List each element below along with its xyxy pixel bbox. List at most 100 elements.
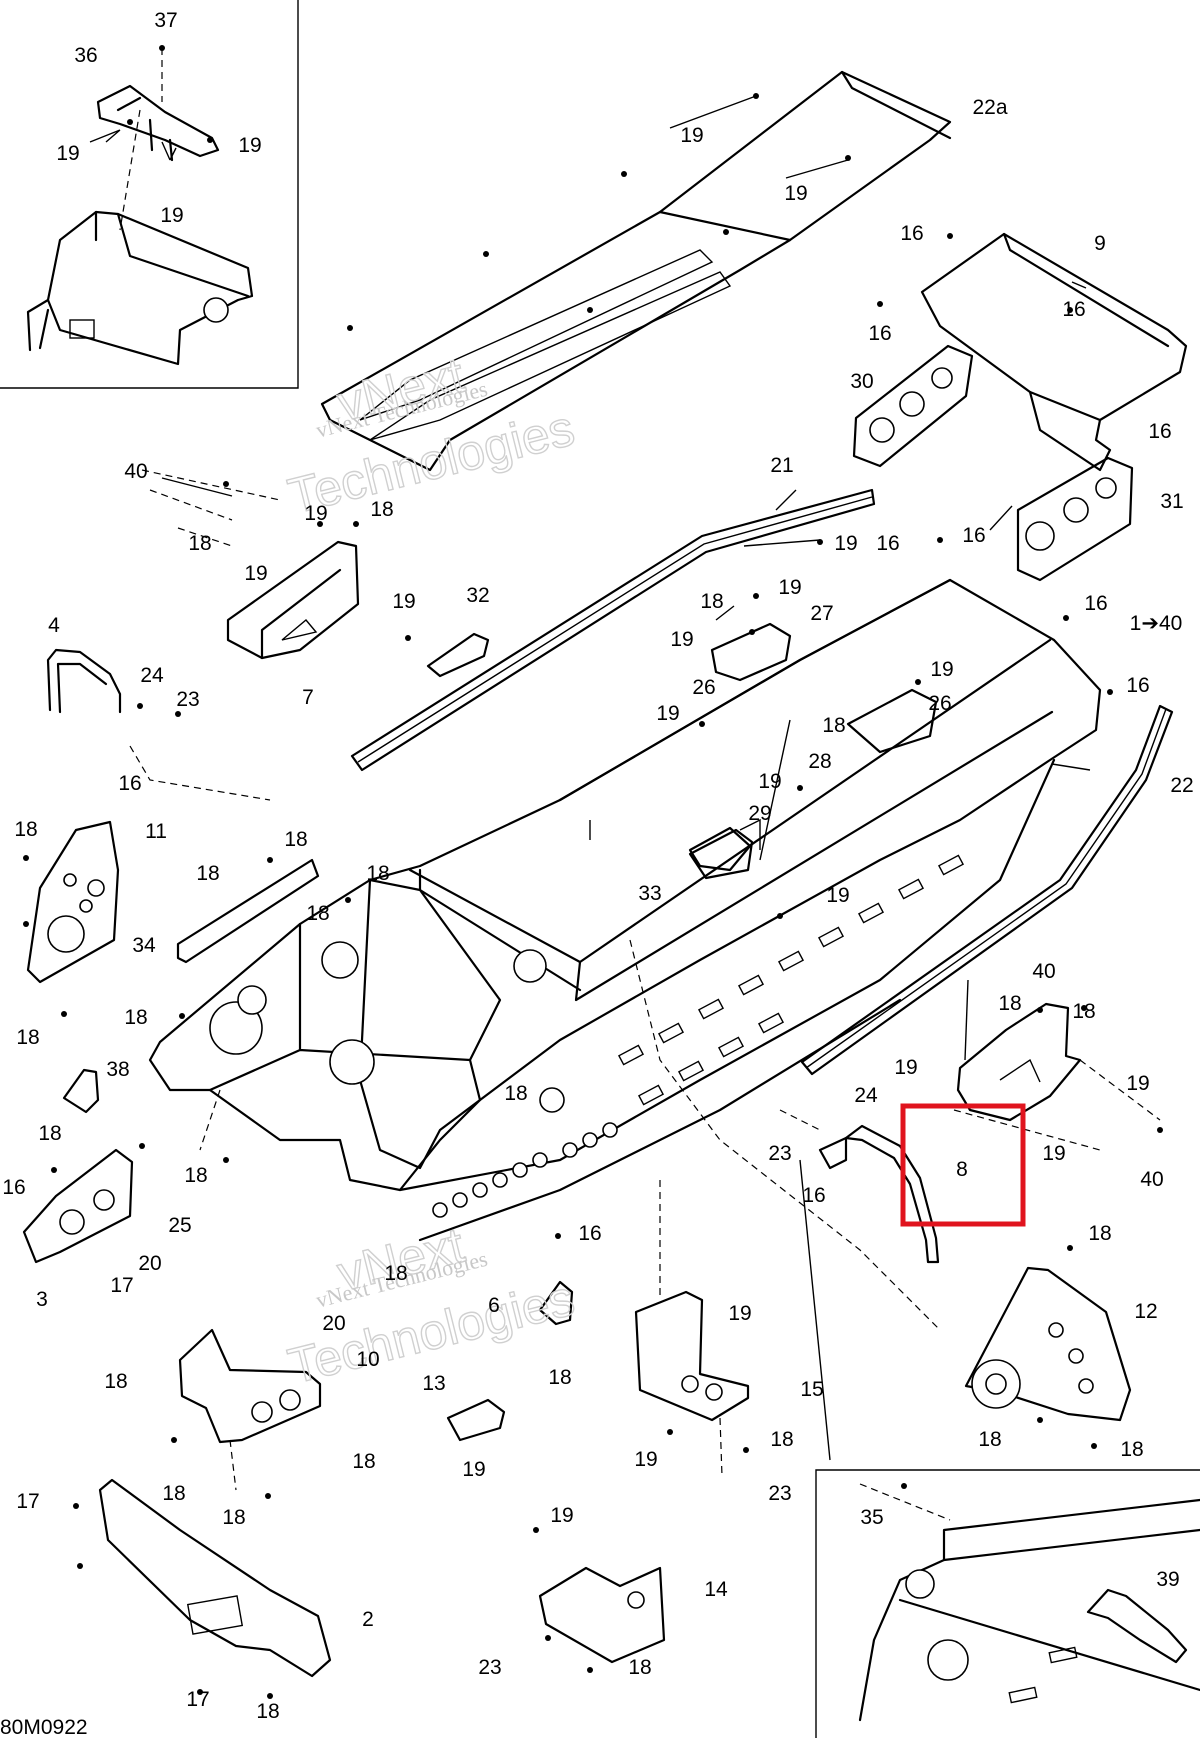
callout-13: 13 [422, 1372, 445, 1395]
callout-21: 21 [770, 454, 793, 477]
callout-19: 19 [238, 134, 261, 157]
callout-18: 18 [38, 1122, 61, 1145]
inset-top-left [0, 0, 299, 389]
callout-40: 40 [1140, 1168, 1163, 1191]
callout-40: 40 [124, 460, 147, 483]
callout-23: 23 [768, 1142, 791, 1165]
callout-18: 18 [1120, 1438, 1143, 1461]
callout-16: 16 [1148, 420, 1171, 443]
callout-26: 26 [692, 676, 715, 699]
part-15-step [634, 1290, 750, 1422]
part-22-rail [800, 704, 1174, 1076]
part-40-bracket [956, 1002, 1082, 1122]
callout-20: 20 [138, 1252, 161, 1275]
callout-18: 18 [700, 590, 723, 613]
callout-16: 16 [876, 532, 899, 555]
callout-35: 35 [860, 1506, 883, 1529]
part-8-handle [818, 1124, 940, 1264]
callout-10: 10 [356, 1348, 379, 1371]
callout-19: 19 [304, 502, 327, 525]
callout-11: 11 [145, 820, 167, 843]
part-6-clip [538, 1280, 574, 1326]
callout-18: 18 [284, 828, 307, 851]
callout-18: 18 [352, 1450, 375, 1473]
callout-18: 18 [16, 1026, 39, 1049]
small-brackets [426, 622, 938, 880]
callout-30: 30 [850, 370, 873, 393]
callout-19: 19 [56, 142, 79, 165]
callout-19: 19 [894, 1056, 917, 1079]
callout-18: 18 [998, 992, 1021, 1015]
part-2-rail [98, 1478, 332, 1678]
callout-18: 18 [162, 1482, 185, 1505]
callout-16: 16 [962, 524, 985, 547]
callout-18: 18 [196, 862, 219, 885]
callout-19: 19 [834, 532, 857, 555]
callout-2: 2 [362, 1608, 374, 1631]
callout-23: 23 [478, 1656, 501, 1679]
pointer-lines [89, 95, 1091, 771]
callout-4: 4 [48, 614, 60, 637]
callout-18: 18 [14, 818, 37, 841]
callout-27: 27 [810, 602, 833, 625]
callout-19: 19 [680, 124, 703, 147]
callout-32: 32 [466, 584, 489, 607]
callout-18: 18 [1072, 1000, 1095, 1023]
callout-19: 19 [826, 884, 849, 907]
part-3-bracket [22, 1148, 134, 1264]
callout-19: 19 [634, 1448, 657, 1471]
callout-16: 16 [1084, 592, 1107, 615]
callout-16: 16 [802, 1184, 825, 1207]
part-14-step [538, 1566, 666, 1664]
watermark-bottom: Technologies vNext vNext Technologies [282, 1216, 580, 1395]
part-10-bracket [178, 1328, 322, 1444]
callout-7: 7 [302, 686, 314, 709]
leader-lines [129, 469, 1161, 1521]
callout-18: 18 [306, 902, 329, 925]
callout-20: 20 [322, 1312, 345, 1335]
callout-18: 18 [822, 714, 845, 737]
callout-3: 3 [36, 1288, 48, 1311]
callout-19: 19 [784, 182, 807, 205]
callout-16: 16 [1126, 674, 1149, 697]
callout-34: 34 [132, 934, 156, 957]
drawing-code: 80M0922 [0, 1716, 88, 1738]
callout-18: 18 [124, 1006, 147, 1029]
part-12-side-plate [964, 1266, 1132, 1422]
callout-16: 16 [900, 222, 923, 245]
callout-24: 24 [140, 664, 164, 687]
callout-19: 19 [778, 576, 801, 599]
callout-17: 17 [16, 1490, 39, 1513]
callout-18: 18 [370, 498, 393, 521]
callout-18: 18 [504, 1082, 527, 1105]
callout-18: 18 [628, 1656, 651, 1679]
callout-18: 18 [548, 1366, 571, 1389]
part-13-plate [446, 1398, 506, 1442]
callout-36: 36 [74, 44, 97, 67]
callout-18: 18 [384, 1262, 407, 1285]
callout-16: 16 [1062, 298, 1085, 321]
callout-26: 26 [928, 692, 951, 715]
part-22a-tunnel-cover [320, 70, 952, 472]
callout-14: 14 [704, 1578, 728, 1601]
callout-23: 23 [176, 688, 199, 711]
callout-18: 18 [770, 1428, 793, 1451]
callout-19: 19 [728, 1302, 751, 1325]
callout-37: 37 [154, 9, 177, 32]
callout-9: 9 [1094, 232, 1106, 255]
callout-17: 17 [110, 1274, 133, 1297]
inset-bottom-right [815, 1469, 1200, 1738]
callout-24: 24 [854, 1084, 878, 1107]
part-4-handle [46, 648, 122, 714]
callout-38: 38 [106, 1058, 129, 1081]
callout-19: 19 [758, 770, 781, 793]
callout-23: 23 [768, 1482, 791, 1505]
part-34-strip [176, 858, 320, 964]
callout-12: 12 [1134, 1300, 1157, 1323]
callout-19: 19 [656, 702, 679, 725]
callout-22a: 22a [972, 96, 1007, 119]
watermark-top: Technologies vNext vNext Technologies [282, 346, 580, 525]
callout-22: 22 [1170, 774, 1193, 797]
